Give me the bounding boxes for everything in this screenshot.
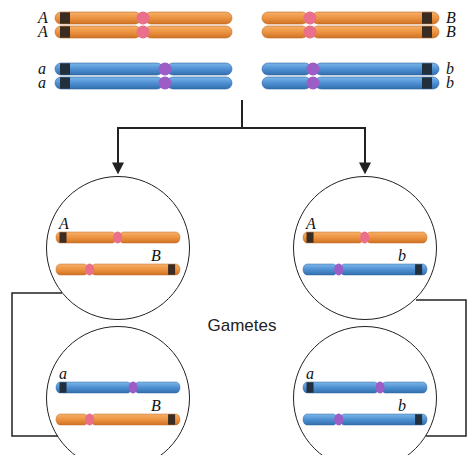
allele-label: b [398, 397, 406, 415]
allele-label: a [59, 365, 67, 383]
gamete-circle: aB [46, 326, 190, 455]
gamete-circle: Ab [293, 176, 437, 320]
arrow [364, 127, 366, 172]
chromosome [55, 63, 232, 76]
allele-label: A [306, 215, 316, 233]
chromosome [55, 26, 232, 39]
chromosome [262, 26, 439, 39]
chromosome [55, 12, 232, 25]
chromosome [262, 77, 439, 90]
allele-label: b [446, 74, 454, 92]
allele-label: A [38, 23, 48, 41]
gamete-circle: AB [46, 176, 190, 320]
allele-label: A [59, 215, 69, 233]
chromosome [55, 77, 232, 90]
arrow [117, 127, 119, 172]
allele-label: B [151, 247, 161, 265]
allele-label: B [151, 397, 161, 415]
allele-label: a [38, 74, 46, 92]
allele-label: a [306, 365, 314, 383]
caption-label: Gametes [208, 316, 277, 336]
chromosome [262, 63, 439, 76]
gamete-circle: ab [293, 326, 437, 455]
split-line [118, 100, 365, 128]
allele-label: b [398, 247, 406, 265]
chromosome [262, 12, 439, 25]
allele-label: B [446, 23, 456, 41]
